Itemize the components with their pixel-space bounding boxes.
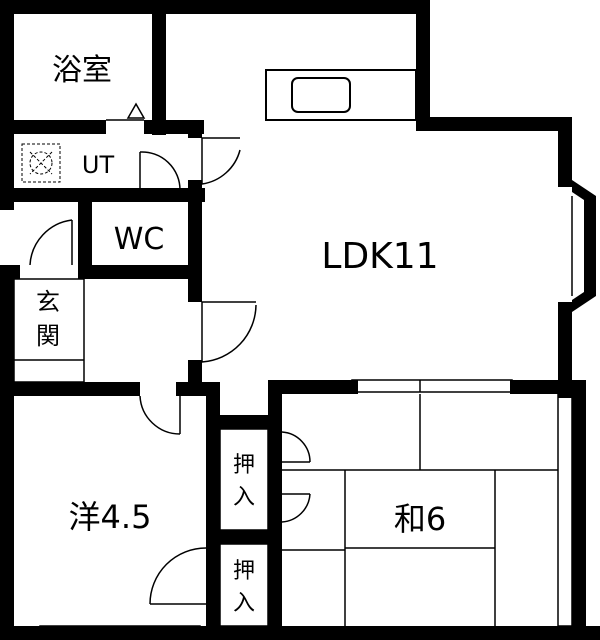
wall-closet-divider	[206, 530, 282, 544]
door-ut-ldk	[201, 138, 241, 185]
door-western	[139, 395, 181, 435]
wall-wc-bottom	[78, 265, 202, 279]
window-ldk-bottom	[351, 379, 513, 393]
door-closet-a-bottom	[281, 493, 311, 523]
label-japanese: 和6	[394, 500, 446, 538]
windows	[39, 196, 573, 637]
wall-bath-right	[152, 0, 166, 135]
door-hall-ldk	[201, 302, 257, 363]
wall-kitchen-right	[416, 0, 430, 130]
label-closet-b-2: 入	[233, 591, 255, 616]
label-entrance-1: 玄	[36, 288, 60, 316]
wall-western-top-a	[0, 382, 140, 396]
wall-ldk-bottom-a	[268, 380, 358, 394]
wall-japanese-right	[572, 380, 586, 640]
window-western-bottom	[39, 625, 201, 637]
washer-icon	[21, 143, 61, 183]
wall-top-kitchen	[152, 0, 430, 14]
closet-outlines	[219, 428, 269, 627]
entrance-details	[13, 278, 85, 383]
label-utility: UT	[82, 151, 115, 179]
wall-ut-left	[0, 120, 14, 210]
tatami-grid	[282, 394, 558, 626]
wall-left-top	[0, 0, 14, 122]
wall-western-top-b	[176, 382, 206, 396]
label-closet-b-1: 押	[233, 559, 255, 584]
wall-top-bath	[0, 0, 165, 14]
door-ut-inner	[139, 151, 181, 191]
label-bath: 浴室	[52, 53, 112, 88]
doors	[29, 102, 311, 605]
label-toilet: WC	[114, 222, 165, 257]
wall-ldk-top-right	[416, 117, 572, 131]
door-closet-b	[149, 547, 207, 605]
wall-ldk-right-b	[558, 302, 572, 398]
wall-hall-mid	[188, 282, 202, 302]
wall-japanese-left	[268, 415, 282, 640]
wall-ldk-right-a	[558, 117, 572, 187]
label-closet-a-1: 押	[233, 453, 255, 478]
wall-closet-top	[206, 415, 282, 429]
wall-bath-bottom-a	[0, 120, 106, 134]
wall-bay-window	[572, 180, 596, 312]
wall-bottom	[0, 626, 600, 640]
door-wc	[29, 219, 73, 266]
wall-ldk-bottom-b	[510, 380, 572, 394]
room-labels: 浴室 UT WC LDK11 玄 関 洋4.5 和6 押 入 押 入	[36, 53, 446, 616]
wall-left-lower	[0, 265, 14, 640]
kitchen-counter	[265, 69, 417, 121]
wall-ut-bottom	[0, 188, 205, 202]
door-closet-a-top	[281, 431, 311, 463]
bath-step-icon	[126, 102, 146, 119]
wall-wc-left	[78, 188, 92, 278]
label-ldk: LDK11	[321, 236, 438, 277]
window-japanese-right	[557, 391, 573, 627]
wall-ut-right-top	[188, 120, 202, 138]
wall-western-right	[206, 382, 220, 640]
sink-icon	[291, 77, 351, 113]
label-closet-a-2: 入	[233, 485, 255, 510]
label-entrance-2: 関	[36, 322, 60, 350]
label-western: 洋4.5	[69, 498, 152, 536]
